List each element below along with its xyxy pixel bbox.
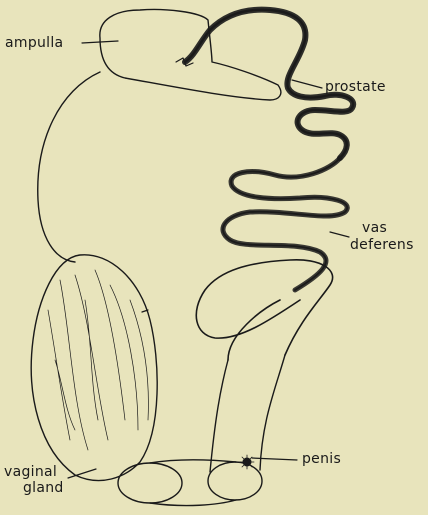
prostate-leader — [292, 80, 322, 88]
penis-tip-spikes — [240, 455, 254, 469]
basal-ring-right — [208, 462, 262, 500]
label-gland: gland — [23, 481, 64, 496]
vas-deferens-leader — [330, 232, 349, 237]
basal-ring-left — [118, 463, 182, 503]
vaginal-gland-shape — [31, 255, 157, 481]
label-vaginal: vaginal — [4, 465, 57, 480]
label-deferens: deferens — [350, 238, 414, 253]
duct-wall — [38, 72, 100, 262]
vas-deferens-coil-mid — [223, 158, 347, 290]
label-ampulla: ampulla — [5, 36, 63, 51]
label-prostate: prostate — [325, 80, 386, 95]
vaginal-gland-texture — [48, 270, 148, 450]
vas-deferens-coil-outer — [196, 260, 332, 360]
penis-leader — [252, 458, 297, 460]
penis-body — [210, 355, 285, 472]
label-vas: vas — [362, 221, 387, 236]
label-penis: penis — [302, 452, 341, 467]
